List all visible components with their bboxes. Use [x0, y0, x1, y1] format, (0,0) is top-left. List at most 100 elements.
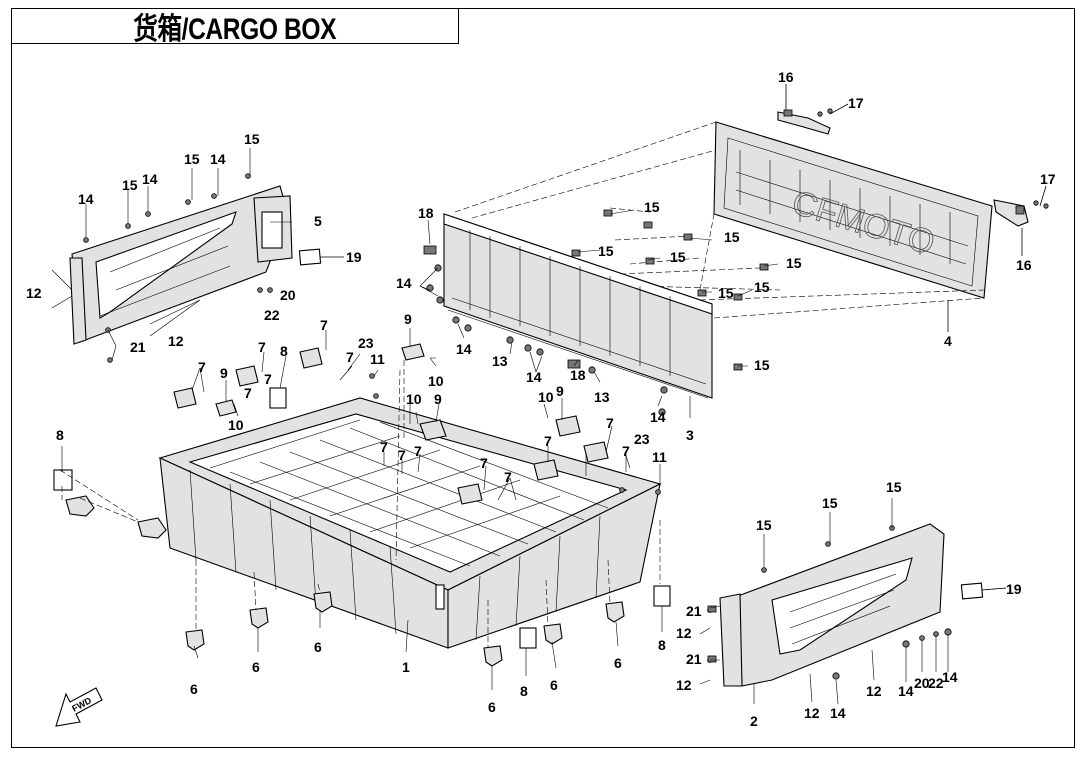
callout-22: 22: [264, 307, 280, 323]
callout-15: 15: [644, 199, 660, 215]
callout-7: 7: [346, 349, 354, 365]
callout-7: 7: [606, 415, 614, 431]
right-side-rail-panel: [719, 523, 945, 687]
callout-5: 5: [314, 213, 322, 229]
left-side-rail-panel: [69, 185, 293, 345]
callout-7: 7: [622, 443, 630, 459]
callout-8: 8: [56, 427, 64, 443]
callout-21: 21: [686, 651, 702, 667]
callout-15: 15: [598, 243, 614, 259]
callout-15: 15: [754, 357, 770, 373]
callout-10: 10: [538, 389, 554, 405]
callout-12: 12: [866, 683, 882, 699]
callout-14: 14: [830, 705, 846, 721]
callout-2: 2: [750, 713, 758, 729]
callout-7: 7: [380, 439, 388, 455]
forward-arrow-icon: FWD: [55, 687, 103, 727]
callout-16: 16: [778, 69, 794, 85]
callout-13: 13: [492, 353, 508, 369]
callout-7: 7: [198, 359, 206, 375]
callout-23: 23: [634, 431, 650, 447]
callout-8: 8: [520, 683, 528, 699]
callout-15: 15: [822, 495, 838, 511]
callout-19: 19: [346, 249, 362, 265]
callout-7: 7: [544, 433, 552, 449]
callout-15: 15: [184, 151, 200, 167]
drawing-frame: [11, 8, 1075, 748]
callout-15: 15: [724, 229, 740, 245]
callout-10: 10: [428, 373, 444, 389]
callout-6: 6: [314, 639, 322, 655]
callout-15: 15: [122, 177, 138, 193]
callout-11: 11: [370, 351, 385, 367]
callout-12: 12: [676, 625, 692, 641]
callout-3: 3: [686, 427, 694, 443]
hinge-bracket-upper: [777, 109, 831, 135]
callout-12: 12: [26, 285, 42, 301]
callout-7: 7: [504, 469, 512, 485]
callout-15: 15: [718, 285, 734, 301]
callout-15: 15: [754, 279, 770, 295]
callout-7: 7: [264, 371, 272, 387]
callout-7: 7: [414, 443, 422, 459]
callout-22: 22: [928, 675, 944, 691]
callout-14: 14: [78, 191, 94, 207]
callout-23: 23: [358, 335, 374, 351]
callout-14: 14: [526, 369, 542, 385]
callout-7: 7: [244, 385, 252, 401]
callout-15: 15: [244, 131, 260, 147]
callout-7: 7: [398, 447, 406, 463]
callout-9: 9: [434, 391, 442, 407]
callout-19: 19: [1006, 581, 1022, 597]
callout-16: 16: [1016, 257, 1032, 273]
callout-12: 12: [676, 677, 692, 693]
callout-14: 14: [396, 275, 412, 291]
callout-9: 9: [404, 311, 412, 327]
callout-14: 14: [942, 669, 958, 685]
callout-17: 17: [1040, 171, 1056, 187]
callout-10: 10: [228, 417, 244, 433]
rear-panel: [443, 213, 713, 399]
callout-15: 15: [786, 255, 802, 271]
callout-6: 6: [190, 681, 198, 697]
callout-9: 9: [556, 383, 564, 399]
callout-6: 6: [614, 655, 622, 671]
bracket-8-left: [53, 469, 73, 491]
callout-10: 10: [406, 391, 422, 407]
callout-7: 7: [320, 317, 328, 333]
callout-18: 18: [418, 205, 434, 221]
callout-6: 6: [488, 699, 496, 715]
callout-7: 7: [480, 455, 488, 471]
callout-12: 12: [804, 705, 820, 721]
callout-15: 15: [670, 249, 686, 265]
callout-6: 6: [252, 659, 260, 675]
callout-14: 14: [210, 151, 226, 167]
callout-1: 1: [402, 659, 410, 675]
callout-17: 17: [848, 95, 864, 111]
tailgate-panel: CFMOTO: [713, 121, 993, 299]
callout-8: 8: [280, 343, 288, 359]
title-box: 货箱/CARGO BOX: [11, 8, 459, 46]
callout-8: 8: [658, 637, 666, 653]
callout-14: 14: [142, 171, 158, 187]
callout-20: 20: [280, 287, 296, 303]
callout-15: 15: [756, 517, 772, 533]
page-title: 货箱/CARGO BOX: [133, 13, 337, 46]
callout-21: 21: [686, 603, 702, 619]
callout-7: 7: [258, 339, 266, 355]
callout-18: 18: [570, 367, 586, 383]
callout-14: 14: [898, 683, 914, 699]
cargo-box-tub: [158, 397, 662, 649]
callout-4: 4: [944, 333, 952, 349]
callout-12: 12: [168, 333, 184, 349]
callout-9: 9: [220, 365, 228, 381]
hinge-bracket-lower: [993, 199, 1029, 227]
callout-20: 20: [914, 675, 930, 691]
callout-15: 15: [886, 479, 902, 495]
callout-6: 6: [550, 677, 558, 693]
callout-13: 13: [594, 389, 610, 405]
callout-21: 21: [130, 339, 146, 355]
callout-14: 14: [456, 341, 472, 357]
